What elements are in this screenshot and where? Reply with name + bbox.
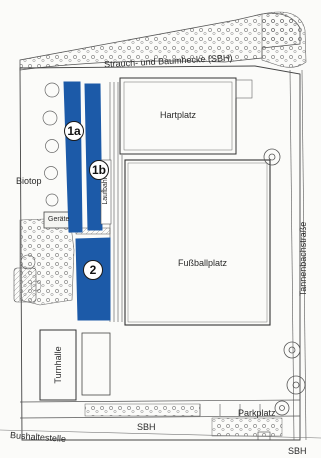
marker-1b: 1b [89,160,109,180]
label-parkplatz: Parkplatz [238,408,276,418]
bus-stop-shelter [257,431,271,441]
football-field-outline [124,159,271,326]
label-sbh-center: SBH [137,422,156,432]
laufbahn-box [100,159,112,225]
road-bottom [0,429,321,439]
pond [13,267,37,303]
parking-bays [199,404,261,416]
right-tree-row [263,148,306,416]
hedge-right-bulge [261,11,307,68]
label-biotop: Biotop [16,176,42,186]
road-line-left [289,69,295,441]
marker-1a: 1a [64,121,84,141]
lower-hedge [84,403,283,437]
label-tannenbachstrasse: Tannenbachstraße [298,221,308,297]
area-1a-shape [63,81,83,233]
turnhalle-building [39,329,77,401]
label-sbh-corner: SBH [288,446,307,456]
label-fussballplatz: Fußballplatz [178,258,228,268]
marker-2: 2 [83,260,103,280]
area-1b-shape [84,83,103,231]
label-hartplatz: Hartplatz [160,110,197,120]
left-tree-row [42,82,60,207]
label-turnhalle: Turnhalle [53,346,63,384]
site-outline [19,65,301,441]
road-line-right [301,69,307,441]
hartplatz-outline [119,77,237,155]
label-geraete: Geräte [48,216,70,223]
